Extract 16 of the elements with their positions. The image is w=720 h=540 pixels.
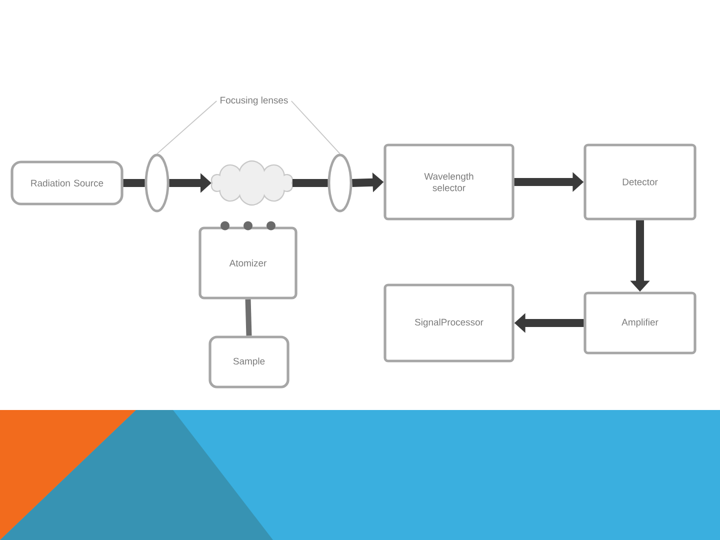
process-box: Amplifier	[584, 292, 696, 354]
beam-line	[123, 179, 145, 187]
lens-outline	[144, 154, 170, 212]
source-box: Radiation Source	[10, 160, 124, 206]
process-box: Atomizer	[198, 226, 298, 300]
beam-line	[292, 179, 328, 187]
process-box: Detector	[584, 144, 696, 220]
process-box: Sample	[208, 336, 290, 388]
cloud-shape	[210, 160, 294, 206]
lens-outline	[328, 154, 352, 212]
callout-label: Focusing lenses	[220, 96, 288, 106]
leader-line	[156, 100, 218, 154]
process-box: Wavelength selector	[384, 144, 514, 220]
process-box: SignalProcessor	[384, 284, 514, 362]
leader-line	[290, 100, 340, 154]
connector-line	[245, 299, 252, 336]
